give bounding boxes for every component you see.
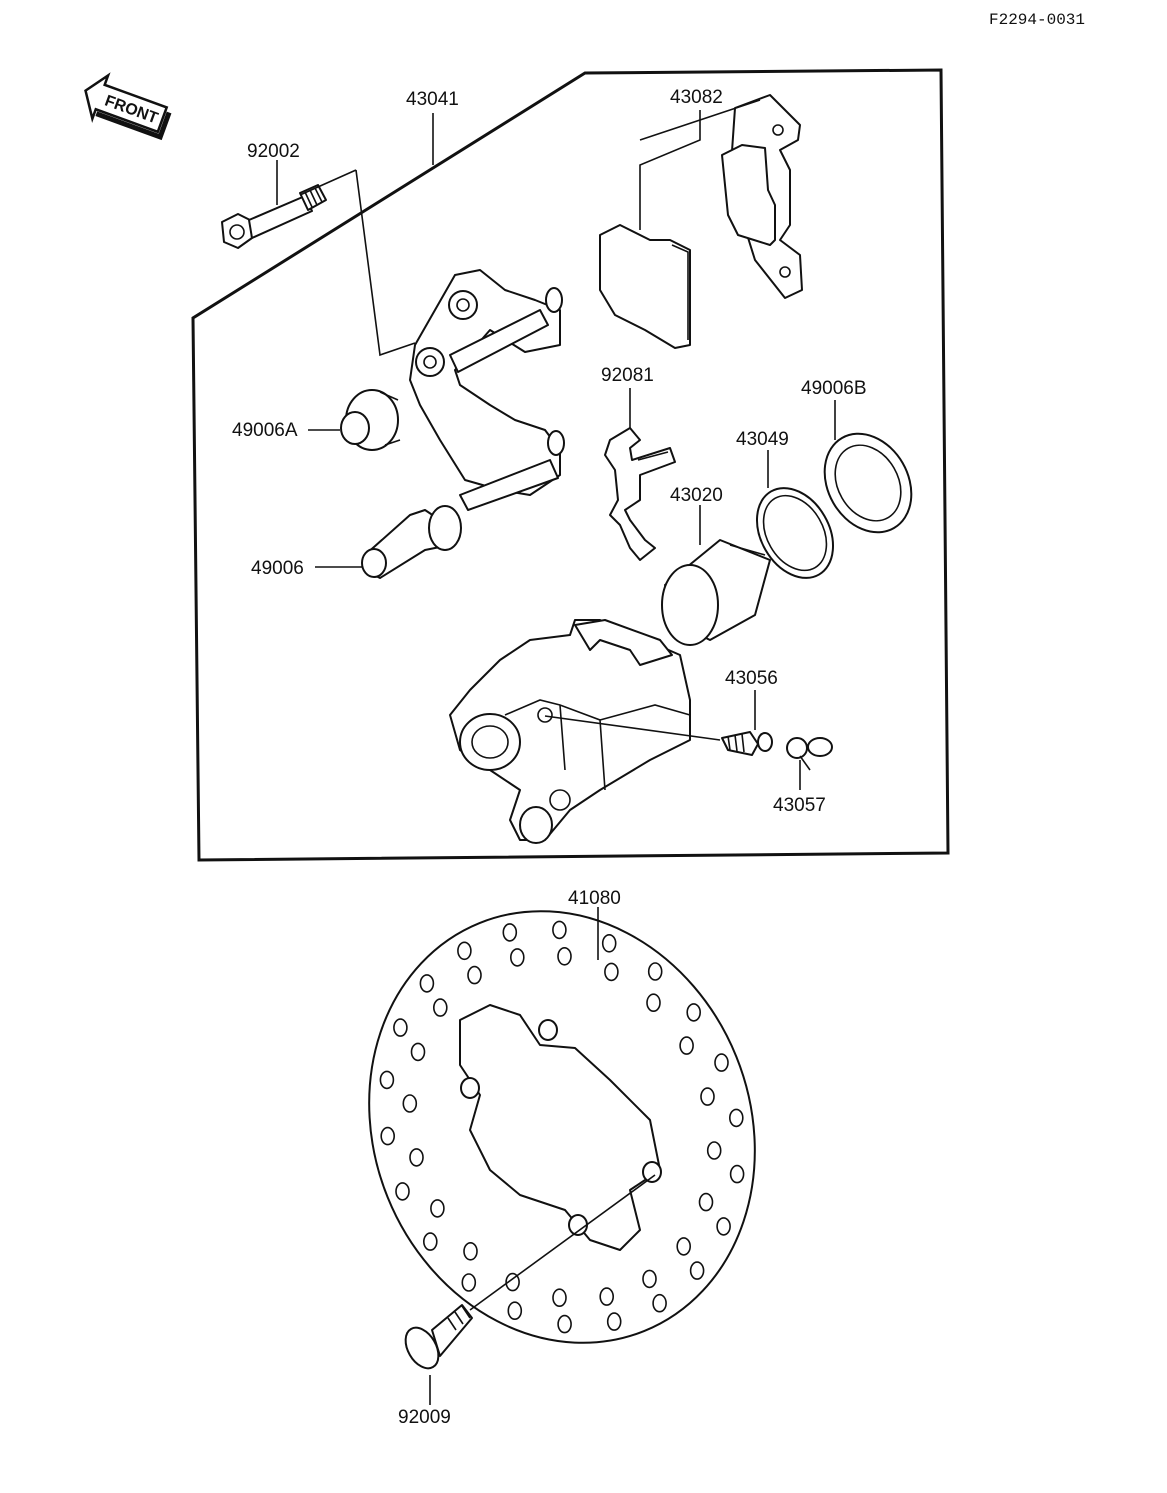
disc-hole xyxy=(698,1192,714,1212)
label-92009: 92009 xyxy=(398,1407,451,1428)
disc-hole xyxy=(463,1242,478,1261)
disc-hole xyxy=(642,1269,657,1289)
disc-hole xyxy=(380,1126,396,1146)
brake-disc-41080 xyxy=(368,910,756,1344)
disc-hole xyxy=(689,1261,705,1280)
bleeder-valve-43056 xyxy=(721,731,773,756)
disc-hole xyxy=(430,1199,445,1218)
label-41080: 41080 xyxy=(568,888,621,909)
label-43020: 43020 xyxy=(670,485,723,506)
disc-hole xyxy=(509,948,525,967)
disc-hole xyxy=(461,1273,477,1292)
disc-hole xyxy=(419,974,435,993)
pad-spring-92081 xyxy=(604,427,676,561)
disc-mount-hole xyxy=(642,1161,662,1183)
disc-hole xyxy=(652,1293,667,1313)
seal-49006B xyxy=(823,432,913,534)
disc-hole xyxy=(646,993,661,1013)
disc-hole xyxy=(393,1018,408,1037)
disc-hole xyxy=(502,923,518,942)
label-49006: 49006 xyxy=(251,558,304,579)
disc-hole xyxy=(601,933,617,953)
disc-hole xyxy=(432,998,448,1017)
disc-hole xyxy=(395,1182,410,1201)
label-43041: 43041 xyxy=(406,89,459,110)
disc-hole xyxy=(706,1141,722,1160)
disc-hole xyxy=(467,965,482,985)
disc-hole xyxy=(599,1287,615,1306)
disc-mount-hole xyxy=(460,1077,480,1099)
disc-hole xyxy=(410,1042,426,1062)
disc-hole xyxy=(606,1312,622,1331)
label-49006A: 49006A xyxy=(232,420,298,441)
disc-hole xyxy=(676,1237,692,1256)
caliper-body xyxy=(449,619,691,844)
disc-hole xyxy=(686,1003,702,1022)
disc-mount-hole xyxy=(538,1019,558,1041)
disc-hole xyxy=(647,962,663,981)
disc-hole xyxy=(700,1087,715,1106)
caliper-assembly-outline xyxy=(191,68,950,862)
brake-pad-rear xyxy=(721,144,776,246)
bolt-92002 xyxy=(221,184,327,249)
label-43082: 43082 xyxy=(670,87,723,108)
part-labels: 43041 43082 92002 92081 49006B 49006A 43… xyxy=(232,87,867,1428)
disc-hole xyxy=(714,1053,729,1072)
disc-hole xyxy=(379,1070,395,1090)
front-arrow-icon: FRONT xyxy=(84,72,172,141)
disc-hole xyxy=(729,1164,745,1184)
disc-ventilation-holes xyxy=(379,920,745,1334)
figure-code: F2294-0031 xyxy=(989,11,1085,29)
boot-49006 xyxy=(361,505,462,579)
seal-43049 xyxy=(756,487,834,579)
disc-hole xyxy=(457,941,472,961)
disc-hole xyxy=(507,1301,523,1320)
disc-hole xyxy=(409,1148,424,1167)
disc-hole xyxy=(557,946,572,966)
disc-hole xyxy=(557,1314,572,1334)
label-43057: 43057 xyxy=(773,795,826,816)
disc-screw-92009 xyxy=(404,1304,473,1370)
disc-hole xyxy=(402,1094,418,1113)
label-43056: 43056 xyxy=(725,668,778,689)
disc-hole xyxy=(728,1108,744,1128)
bleeder-cap-43057 xyxy=(786,737,833,771)
disc-hole xyxy=(422,1232,438,1251)
caliper-bracket xyxy=(409,269,565,511)
brake-pad-front xyxy=(599,224,691,349)
label-43049: 43049 xyxy=(736,429,789,450)
label-49006B: 49006B xyxy=(801,378,867,399)
label-92002: 92002 xyxy=(247,141,300,162)
disc-hole xyxy=(552,920,567,940)
piston-43020 xyxy=(661,539,771,646)
leader-lines xyxy=(276,99,836,1405)
disc-hole xyxy=(552,1288,567,1307)
boot-49006A xyxy=(340,389,401,451)
disc-hole xyxy=(679,1036,694,1055)
disc-hole xyxy=(505,1272,520,1292)
disc-hole xyxy=(716,1217,731,1236)
disc-hole xyxy=(604,962,619,982)
label-92081: 92081 xyxy=(601,365,654,386)
